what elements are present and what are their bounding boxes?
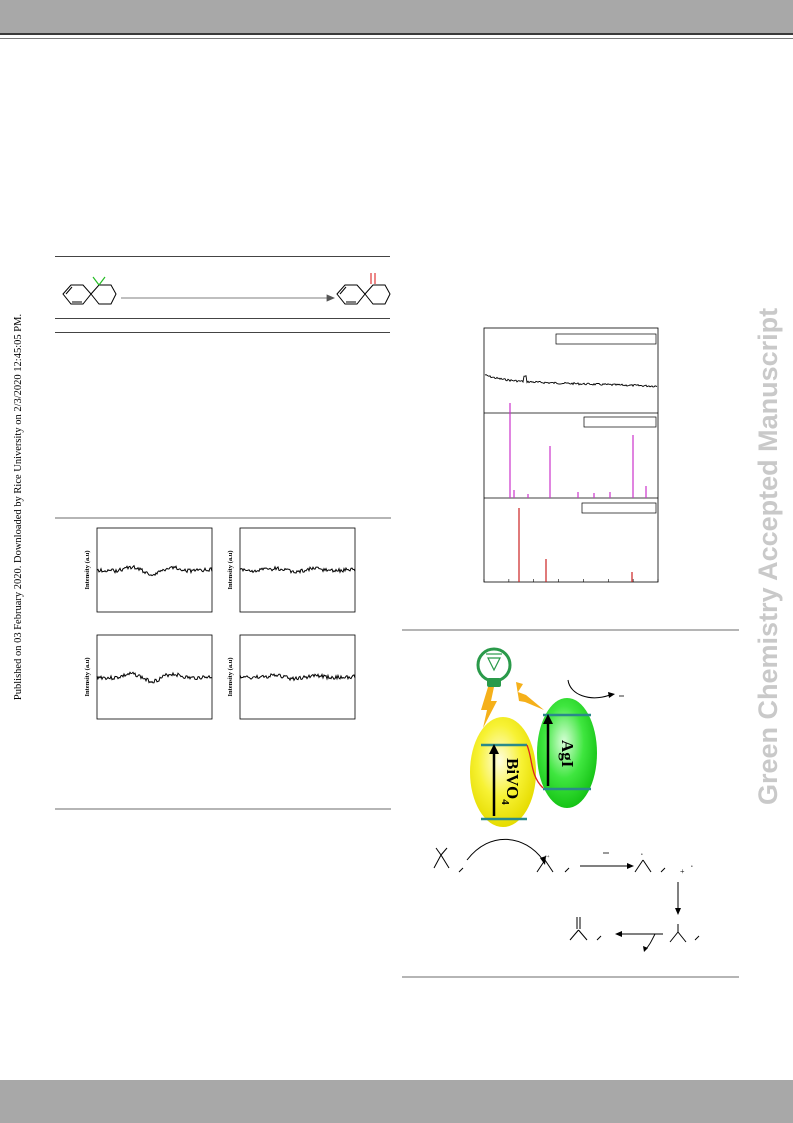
- bivo4-label: BiVO4: [499, 758, 522, 805]
- epr-panel-1: [96, 527, 213, 613]
- header-bar: [0, 0, 793, 33]
- charge-transfer-arrow: [526, 744, 544, 789]
- svg-text:+: +: [680, 867, 685, 876]
- lightning-icon-right: [516, 682, 544, 710]
- scheme-top-rule: [402, 629, 739, 631]
- table-bottom-rule: [55, 332, 390, 333]
- epr-panels: Intensity (a.u) Intensity (a.u) Intensit…: [84, 527, 356, 720]
- agi-label: AgI: [558, 740, 577, 768]
- figure-bottom-rule: [55, 808, 391, 810]
- lightning-icon-left: [481, 687, 497, 728]
- epr-ylabel-4: Intensity (a.u): [227, 657, 234, 696]
- bivo4-particle: BiVO4: [470, 717, 536, 827]
- xrd-pattern: [484, 374, 658, 388]
- epr-ylabel-2: Intensity (a.u): [227, 550, 234, 589]
- epr-panel-3: [96, 634, 213, 720]
- reactant-structure: [62, 284, 117, 305]
- xrd-legend-bottom: [581, 502, 657, 514]
- xrd-axis-ticks: [483, 579, 659, 582]
- scheme-bottom-rule: [402, 976, 739, 978]
- product-structure: [336, 284, 391, 305]
- publication-note: Published on 03 February 2020. Downloade…: [13, 313, 24, 701]
- reactive-site-marker: [92, 276, 106, 286]
- table-mid-rule: [55, 318, 390, 319]
- radical-cation-charge: •+: [545, 855, 550, 860]
- table-top-rule: [55, 256, 390, 257]
- agi-particle: AgI: [537, 698, 597, 808]
- header-rule-thin: [0, 38, 793, 39]
- reaction-scheme: [62, 273, 391, 305]
- oxidation-arrow: [466, 838, 544, 861]
- mechanism-scheme: BiVO4 AgI •+ • + •: [433, 647, 700, 952]
- light-bulb-icon: [476, 647, 512, 687]
- ketone-product-structure: [569, 917, 602, 941]
- figure-top-rule: [55, 517, 391, 519]
- substrate-structure: [433, 847, 464, 873]
- svg-text:•: •: [691, 865, 693, 870]
- xrd-figure: [483, 327, 659, 583]
- epr-ylabel-1: Intensity (a.u): [84, 550, 91, 589]
- epr-panel-4: [239, 634, 356, 720]
- radical-structure: [634, 859, 666, 873]
- radical-cation-structure: [536, 859, 570, 873]
- peroxide-intermediate-structure: [669, 924, 700, 943]
- epr-ylabel-3: Intensity (a.u): [84, 657, 91, 696]
- footer-bar: [0, 1080, 793, 1123]
- accepted-manuscript-watermark: Green Chemistry Accepted Manuscript: [753, 307, 783, 805]
- oxygen-reduction-arrow: [567, 679, 611, 699]
- header-rule: [0, 33, 793, 35]
- svg-text:•: •: [641, 853, 643, 858]
- carbonyl-marker: [370, 273, 376, 284]
- xrd-legend-top: [555, 333, 657, 345]
- xrd-legend-middle: [583, 416, 657, 428]
- reaction-arrow: [121, 294, 336, 302]
- epr-panel-2: [239, 527, 356, 613]
- xrd-reference-lines-magenta: [509, 403, 647, 498]
- xrd-reference-lines-red: [518, 508, 633, 582]
